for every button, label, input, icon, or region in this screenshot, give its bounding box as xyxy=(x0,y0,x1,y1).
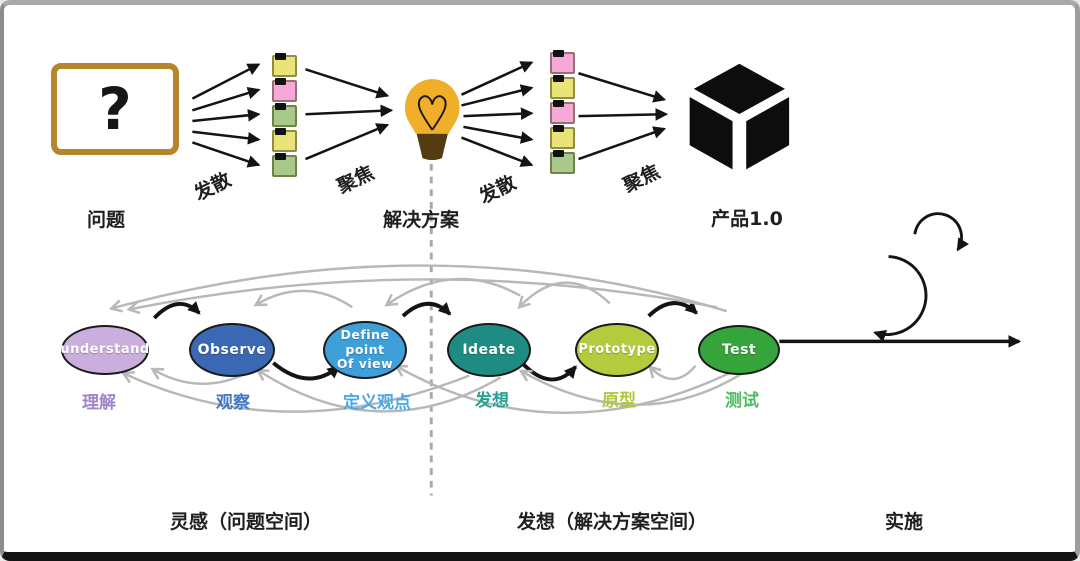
phase-ideation-label: 发想（解决方案空间） xyxy=(516,511,708,533)
iteration-loops-icon xyxy=(873,212,969,342)
stage-observe: Observe xyxy=(189,323,275,377)
stage-ideate-zh-label: 发想 xyxy=(475,391,509,411)
product-label: 产品1.0 xyxy=(711,208,783,230)
solution-label: 解决方案 xyxy=(382,209,460,231)
sticky-note xyxy=(550,150,575,174)
sticky-notes-column-1 xyxy=(272,53,297,177)
sticky-note xyxy=(272,103,297,127)
stage-understand: understand xyxy=(60,325,150,375)
phase-implementation-label: 实施 xyxy=(884,511,924,533)
phase-inspiration-label: 灵感（问题空间） xyxy=(169,511,323,533)
stage-prototype-text: Prototype xyxy=(578,341,656,357)
feedback-arcs-top xyxy=(112,264,728,312)
diverge-arrows-1 xyxy=(191,63,261,168)
stage-prototype: Prototype xyxy=(575,323,659,377)
stage-prototype-zh-label: 原型 xyxy=(602,391,636,411)
problem-label: 问题 xyxy=(86,209,126,231)
stage-define-point-of-view: Define point Of view xyxy=(323,321,407,379)
sticky-note xyxy=(272,78,297,102)
sticky-note xyxy=(272,128,297,152)
question-mark-icon: ? xyxy=(98,75,132,143)
sticky-notes-column-2 xyxy=(550,50,575,174)
sticky-note xyxy=(272,153,297,177)
sticky-note xyxy=(272,53,297,77)
diverge-arrows-2 xyxy=(460,61,534,167)
stage-understand-zh-label: 理解 xyxy=(82,393,116,413)
stage-observe-zh-label: 观察 xyxy=(216,393,250,413)
stage-test: Test xyxy=(698,325,780,375)
stage-observe-text: Observe xyxy=(197,341,267,358)
stage-test-text: Test xyxy=(721,341,757,358)
stage-ideate: Ideate xyxy=(447,323,531,377)
stage-test-zh-label: 测试 xyxy=(725,391,759,411)
sticky-note xyxy=(550,50,575,74)
sticky-note xyxy=(550,100,575,124)
forward-arcs xyxy=(152,301,698,382)
sticky-note xyxy=(550,125,575,149)
sticky-note xyxy=(550,75,575,99)
stage-define-text-line1: Define point xyxy=(340,327,390,357)
converge-arrows-2 xyxy=(578,72,669,161)
problem-box: ? xyxy=(51,63,179,155)
stage-ideate-text: Ideate xyxy=(462,341,516,358)
stage-define-zh-label: 定义观点 xyxy=(343,393,411,413)
stage-define-text-line2: Of view xyxy=(336,356,394,372)
stage-understand-text: understand xyxy=(60,341,150,357)
lightbulb-icon xyxy=(404,79,460,161)
cube-icon xyxy=(685,59,794,175)
diagram-graphics xyxy=(4,59,1022,496)
converge-arrows-1 xyxy=(305,68,394,161)
